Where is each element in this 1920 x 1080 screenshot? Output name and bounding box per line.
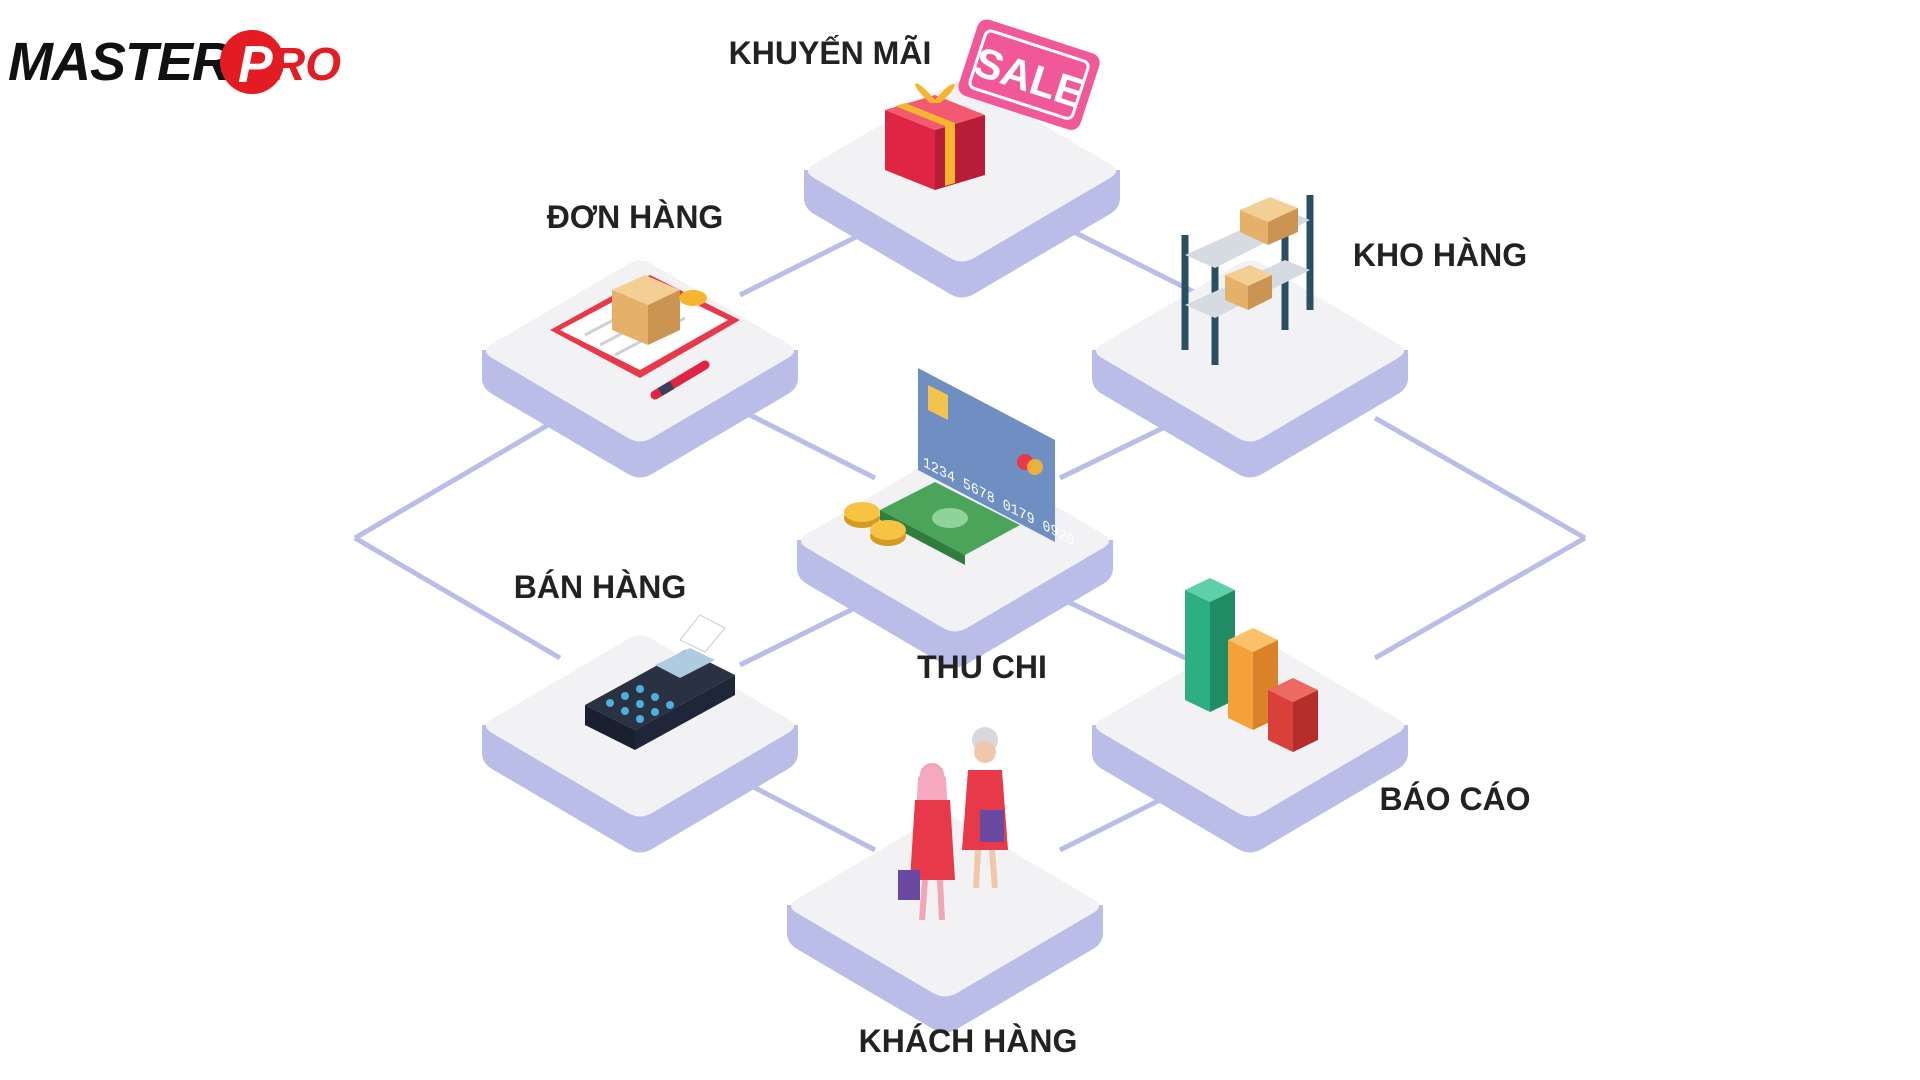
label-khuyen-mai: KHUYẾN MÃI: [729, 35, 932, 71]
module-bao-cao[interactable]: BÁO CÁO: [1092, 578, 1531, 853]
label-thu-chi: THU CHI: [917, 649, 1047, 685]
logo-text-ro: RO: [272, 38, 341, 90]
label-don-hang: ĐƠN HÀNG: [547, 199, 724, 235]
logo-text-p: P: [238, 36, 273, 94]
label-khach-hang: KHÁCH HÀNG: [859, 1023, 1078, 1059]
label-kho-hang: KHO HÀNG: [1353, 237, 1527, 273]
label-bao-cao: BÁO CÁO: [1379, 781, 1530, 817]
module-khach-hang[interactable]: KHÁCH HÀNG: [787, 727, 1103, 1059]
logo-text-master: MASTER: [8, 32, 231, 92]
label-ban-hang: BÁN HÀNG: [514, 569, 686, 605]
module-ban-hang[interactable]: BÁN HÀNG: [482, 569, 798, 853]
module-kho-hang[interactable]: KHO HÀNG: [1092, 195, 1527, 478]
module-khuyen-mai[interactable]: SALE KHUYẾN MÃI: [729, 17, 1120, 298]
masterpro-logo[interactable]: MASTER P RO: [8, 30, 341, 94]
module-thu-chi[interactable]: 1234 5678 0179 0920 THU CHI: [797, 368, 1113, 685]
